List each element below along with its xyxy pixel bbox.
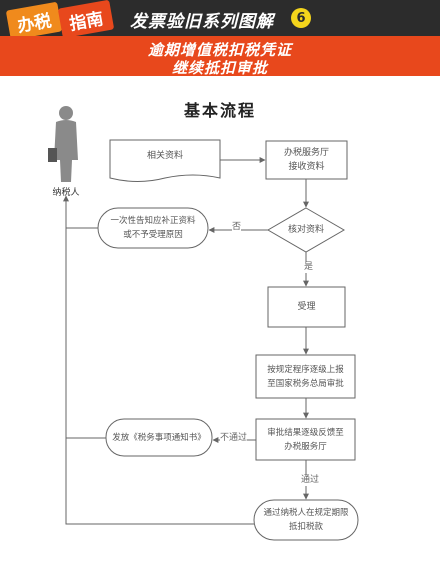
notify-taxpayer-label: 通过纳税人在规定期限 抵扣税款 [263,508,349,532]
verify-label: 核对资料 [287,225,324,235]
subtitle-line-2: 继续抵扣审批 [171,59,268,77]
diagram-title: 基本流程 [183,101,256,120]
edge-label-passed: 通过 [301,475,320,486]
issue-notice-label: 发放《税务事项通知书》 [112,432,206,443]
feedback-label: 审批结果逐级反馈至 办税服务厅 [267,427,344,452]
notify-taxpayer-shape [253,499,359,541]
edge-label-not-passed: 不通过 [220,433,248,444]
hall-receive-label: 办税服务厅 接收资料 [283,148,329,172]
accept-box [267,286,346,328]
taxpayer-label: 纳税人 [52,188,80,198]
edge-label-no: 否 [232,222,242,233]
series-number-badge: 6 [291,8,311,28]
edge-label-yes: 是 [304,262,314,273]
subtitle-line-1: 逾期增值税扣税凭证 [147,41,292,59]
related-docs-label: 相关资料 [146,151,183,161]
subtitle-banner [0,36,440,76]
series-title: 发票验旧系列图解 [130,12,274,32]
related-docs-shape [109,139,221,182]
edge-final-to-taxpayer [63,195,254,525]
report-label: 按规定程序逐级上报 至国家税务总局审批 [267,364,344,389]
accept-label: 受理 [297,302,316,312]
notify-reject-label: 一次性告知应补正资料 或不予受理原因 [110,216,196,240]
taxpayer-person-icon [48,106,78,182]
